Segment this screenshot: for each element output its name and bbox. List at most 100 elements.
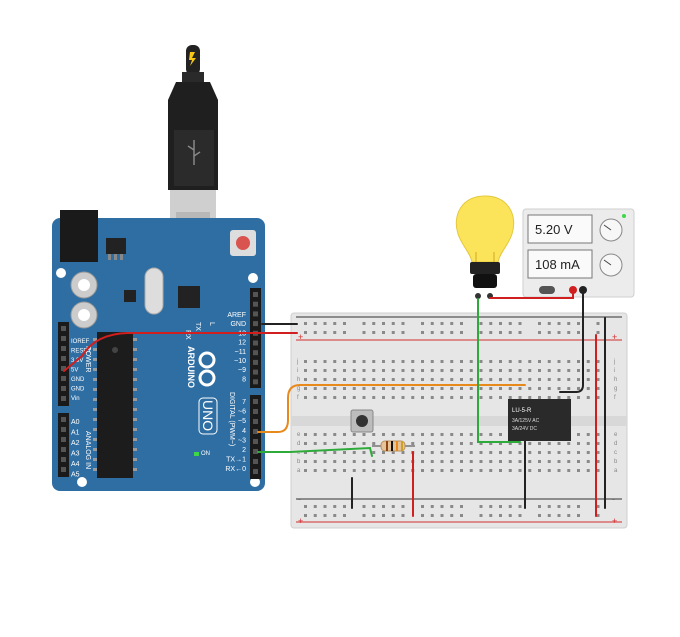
relay[interactable]: LU-5-R 3A/125V AC 3A/24V DC — [508, 399, 571, 441]
breadboard-hole[interactable] — [362, 469, 366, 472]
breadboard-hole[interactable] — [401, 469, 405, 472]
breadboard-hole[interactable] — [352, 396, 356, 399]
rail-hole[interactable] — [567, 322, 571, 325]
rail-hole[interactable] — [421, 505, 424, 508]
breadboard-hole[interactable] — [304, 396, 307, 399]
breadboard-hole[interactable] — [343, 460, 346, 463]
header-hole[interactable] — [253, 419, 258, 424]
breadboard-hole[interactable] — [401, 378, 405, 381]
breadboard-hole[interactable] — [508, 460, 512, 463]
breadboard-hole[interactable] — [479, 387, 483, 390]
rail-hole[interactable] — [323, 331, 327, 334]
breadboard-hole[interactable] — [577, 378, 580, 381]
breadboard-hole[interactable] — [323, 451, 327, 454]
rail-hole[interactable] — [323, 505, 327, 508]
breadboard-hole[interactable] — [460, 442, 463, 445]
breadboard-hole[interactable] — [528, 442, 532, 445]
breadboard-hole[interactable] — [362, 378, 366, 381]
breadboard-hole[interactable] — [440, 433, 444, 436]
rail-hole[interactable] — [313, 322, 317, 325]
breadboard-hole[interactable] — [489, 396, 493, 399]
breadboard-hole[interactable] — [333, 360, 337, 363]
breadboard-hole[interactable] — [479, 360, 483, 363]
breadboard-hole[interactable] — [372, 387, 376, 390]
breadboard-hole[interactable] — [596, 442, 600, 445]
breadboard-hole[interactable] — [460, 369, 463, 372]
breadboard-hole[interactable] — [372, 378, 376, 381]
rail-hole[interactable] — [372, 514, 376, 517]
rail-hole[interactable] — [518, 322, 522, 325]
rail-hole[interactable] — [450, 514, 454, 517]
header-hole[interactable] — [253, 311, 258, 317]
rail-hole[interactable] — [460, 331, 463, 334]
rail-hole[interactable] — [479, 331, 483, 334]
rail-hole[interactable] — [479, 322, 483, 325]
breadboard-hole[interactable] — [382, 369, 385, 372]
breadboard-hole[interactable] — [333, 396, 337, 399]
rail-hole[interactable] — [343, 331, 346, 334]
rail-hole[interactable] — [547, 505, 551, 508]
header-hole[interactable] — [253, 379, 258, 385]
breadboard-hole[interactable] — [499, 442, 502, 445]
breadboard-hole[interactable] — [538, 369, 541, 372]
rail-hole[interactable] — [333, 505, 337, 508]
breadboard-hole[interactable] — [421, 433, 424, 436]
header-hole[interactable] — [253, 340, 258, 346]
breadboard-hole[interactable] — [489, 451, 493, 454]
pin4-wire[interactable] — [257, 384, 526, 433]
breadboard-hole[interactable] — [489, 369, 493, 372]
rail-hole[interactable] — [489, 331, 493, 334]
breadboard-hole[interactable] — [421, 396, 424, 399]
breadboard-hole[interactable] — [557, 396, 561, 399]
breadboard-hole[interactable] — [528, 369, 532, 372]
5v-wire[interactable] — [63, 332, 298, 372]
breadboard-hole[interactable] — [508, 378, 512, 381]
breadboard-hole[interactable] — [518, 469, 522, 472]
breadboard-hole[interactable] — [304, 469, 307, 472]
rail-hole[interactable] — [391, 322, 395, 325]
breadboard-hole[interactable] — [499, 387, 502, 390]
breadboard-hole[interactable] — [596, 469, 600, 472]
psu-negative-wire[interactable] — [559, 293, 584, 393]
breadboard-hole[interactable] — [586, 469, 590, 472]
psu-positive-wire[interactable] — [489, 293, 574, 299]
breadboard-hole[interactable] — [430, 396, 434, 399]
rail-hole[interactable] — [391, 331, 395, 334]
breadboard-hole[interactable] — [508, 442, 512, 445]
breadboard-hole[interactable] — [421, 451, 424, 454]
breadboard-hole[interactable] — [547, 442, 551, 445]
breadboard-hole[interactable] — [352, 460, 356, 463]
header-hole[interactable] — [61, 336, 66, 341]
rail-hole[interactable] — [538, 331, 541, 334]
breadboard-hole[interactable] — [518, 378, 522, 381]
header-hole[interactable] — [61, 447, 66, 452]
breadboard-hole[interactable] — [460, 469, 463, 472]
breadboard-hole[interactable] — [528, 396, 532, 399]
breadboard-hole[interactable] — [323, 469, 327, 472]
header-hole[interactable] — [61, 437, 66, 442]
breadboard-hole[interactable] — [382, 387, 385, 390]
breadboard-hole[interactable] — [411, 433, 415, 436]
breadboard-hole[interactable] — [538, 387, 541, 390]
breadboard-hole[interactable] — [596, 360, 600, 363]
rail-hole[interactable] — [362, 514, 366, 517]
breadboard-hole[interactable] — [596, 387, 600, 390]
header-hole[interactable] — [61, 356, 66, 361]
breadboard-hole[interactable] — [333, 460, 337, 463]
breadboard-hole[interactable] — [557, 360, 561, 363]
breadboard-hole[interactable] — [528, 387, 532, 390]
breadboard-hole[interactable] — [401, 369, 405, 372]
breadboard-hole[interactable] — [596, 433, 600, 436]
breadboard-hole[interactable] — [430, 469, 434, 472]
breadboard-hole[interactable] — [538, 442, 541, 445]
breadboard-hole[interactable] — [469, 396, 473, 399]
breadboard-hole[interactable] — [382, 360, 385, 363]
rail-hole[interactable] — [596, 322, 600, 325]
rail-hole[interactable] — [518, 331, 522, 334]
header-hole[interactable] — [61, 457, 66, 462]
breadboard-hole[interactable] — [450, 378, 454, 381]
breadboard-hole[interactable] — [372, 396, 376, 399]
rail-hole[interactable] — [596, 331, 600, 334]
rail-hole[interactable] — [333, 514, 337, 517]
breadboard-hole[interactable] — [547, 396, 551, 399]
